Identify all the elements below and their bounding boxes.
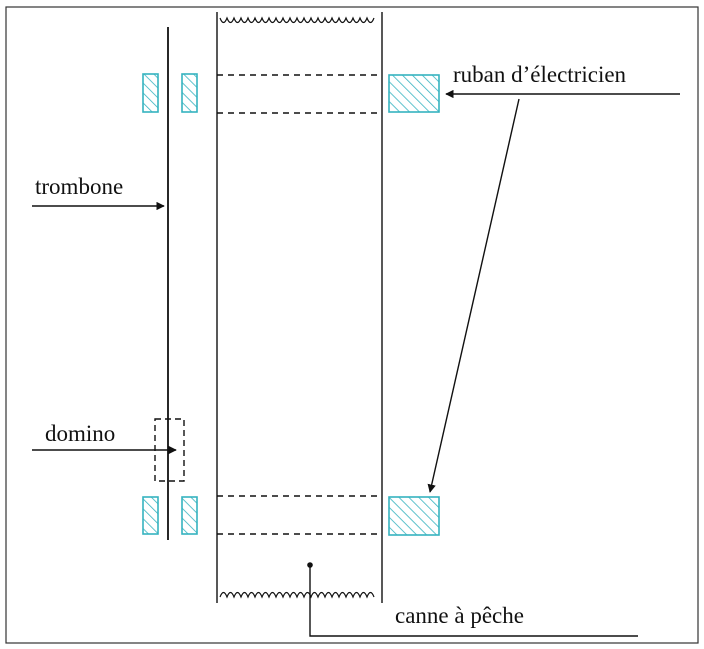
label-paperclip: trombone <box>35 174 123 199</box>
outer-frame <box>5 6 699 644</box>
tape-pieces <box>142 73 440 536</box>
leader-lines <box>32 89 680 637</box>
tape-large-top <box>388 74 440 113</box>
rod-top-curly-edge <box>219 16 375 24</box>
tape-small-top-left <box>142 73 159 113</box>
arrow-to-bottom-tape <box>427 98 520 493</box>
label-electrical-tape: ruban d’électricien <box>453 62 627 87</box>
tape-large-bottom <box>388 496 440 536</box>
tape-small-bottom-right <box>181 496 198 535</box>
tape-small-bottom-left <box>142 496 159 535</box>
tape-small-top-right <box>181 73 198 113</box>
label-domino: domino <box>45 421 115 446</box>
label-fishing-rod: canne à pêche <box>395 603 524 628</box>
rod-bottom-curly-edge <box>219 591 375 599</box>
rod-pointer-line <box>309 565 638 637</box>
fishing-rod <box>216 12 383 603</box>
